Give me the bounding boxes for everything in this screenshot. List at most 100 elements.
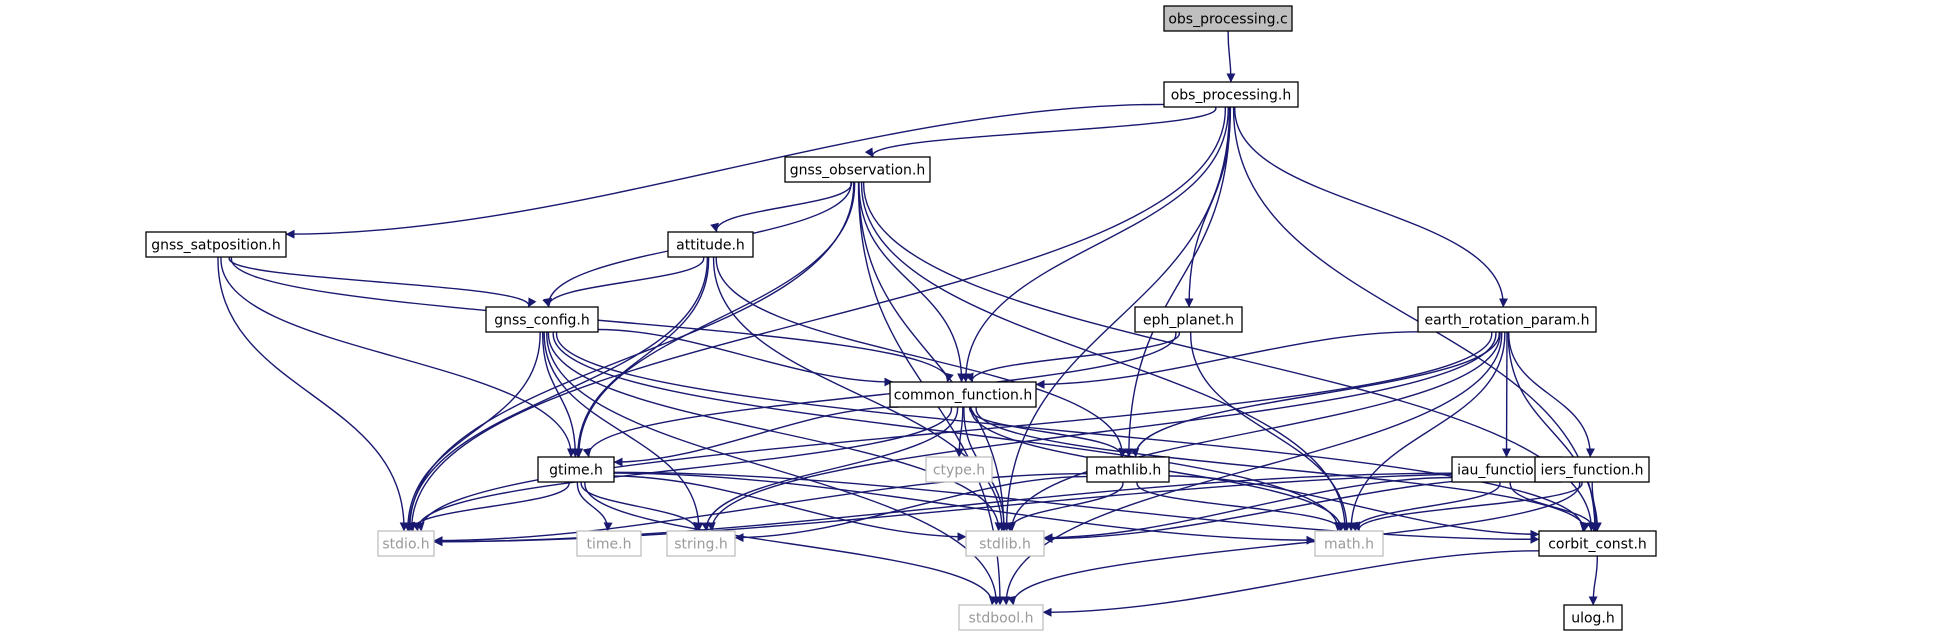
node-label: stdbool.h (969, 611, 1034, 627)
node-box (1134, 306, 1243, 333)
edge-gnss_config_h-to-gtime_h (541, 331, 580, 458)
node-label: ulog.h (1571, 611, 1615, 627)
node-stdbool-h: stdbool.h (958, 604, 1044, 631)
edge-gtime_h-to-string_h (580, 481, 702, 532)
edge-gnss_observation_h-to-common_function_h (858, 181, 967, 383)
node-ulog-h[interactable]: ulog.h (1563, 604, 1623, 631)
edge-obs_processing_c-to-obs_processing_h (1226, 30, 1236, 83)
node-obs-processing-h[interactable]: obs_processing.h (1163, 81, 1299, 108)
edge-gnss_config_h-to-stdlib_h (547, 331, 1004, 532)
node-layer: obs_processing.c obs_processing.h gnss_obs… (145, 5, 1657, 631)
edge-iers_function_h-to-stdbool_h (1007, 481, 1581, 606)
edge-obs_processing_h-to-corbit_const_h (1232, 106, 1600, 532)
node-gnss-satposition-h[interactable]: gnss_satposition.h (145, 231, 287, 258)
node-box (1534, 456, 1650, 483)
edge-corbit_const_h-to-ulog_h (1588, 555, 1599, 606)
node-label: earth_rotation_param.h (1425, 313, 1590, 329)
node-box (145, 231, 287, 258)
edge-obs_processing_h-to-gnss_observation_h (864, 106, 1217, 158)
node-iers-function-h[interactable]: iers_function.h (1534, 456, 1650, 483)
node-box (925, 456, 993, 483)
node-gnss-config-h[interactable]: gnss_config.h (485, 306, 599, 333)
edge-iers_function_h-to-corbit_const_h (1591, 481, 1602, 532)
edge-attitude_h-to-gtime_h (573, 256, 710, 458)
node-box (1563, 604, 1623, 631)
edge-common_function_h-to-ctype_h (954, 406, 964, 458)
node-earth-rotation-param-h[interactable]: earth_rotation_param.h (1417, 306, 1597, 333)
node-attitude-h[interactable]: attitude.h (667, 231, 754, 258)
edge-obs_processing_h-to-gnss_satposition_h (285, 103, 1165, 239)
edge-earth_rotation_param_h-to-iau_function_h (1502, 331, 1512, 458)
node-box (1163, 5, 1293, 32)
node-label: common_function.h (894, 388, 1033, 404)
edge-eph_planet_h-to-common_function_h (965, 331, 1180, 383)
edge-common_function_h-to-string_h (701, 406, 959, 532)
edge-gnss_satposition_h-to-stdio_h (217, 256, 409, 532)
edge-obs_processing_h-to-stdlib_h (1002, 106, 1231, 532)
edge-mathlib_h-to-stdlib_h (1004, 481, 1124, 532)
node-time-h: time.h (576, 530, 642, 557)
edge-eph_planet_h-to-gtime_h (582, 331, 1177, 458)
node-label: time.h (587, 537, 632, 553)
node-label: corbit_const.h (1548, 537, 1647, 553)
node-label: gtime.h (549, 463, 603, 479)
node-ctype-h: ctype.h (925, 456, 993, 483)
edge-gnss_config_h-to-math_h (552, 331, 1344, 532)
edge-mathlib_h-to-corbit_const_h (1168, 475, 1540, 539)
edge-iau_function_h-to-corbit_const_h (1509, 481, 1600, 532)
node-gtime-h[interactable]: gtime.h (537, 456, 615, 483)
node-eph-planet-h[interactable]: eph_planet.h (1134, 306, 1243, 333)
node-corbit-const-h[interactable]: corbit_const.h (1538, 530, 1657, 557)
edge-gnss_config_h-to-string_h (543, 331, 704, 532)
node-label: iau_function.h (1457, 463, 1556, 479)
node-box (485, 306, 599, 333)
edge-gnss_satposition_h-to-gnss_config_h (228, 256, 537, 308)
edge-common_function_h-to-corbit_const_h (975, 406, 1591, 532)
node-common-function-h[interactable]: common_function.h (889, 381, 1037, 408)
node-label: stdlib.h (979, 537, 1031, 553)
edge-attitude_h-to-gnss_config_h (542, 256, 705, 308)
edge-gnss_config_h-to-corbit_const_h (555, 331, 1589, 532)
node-box (1086, 456, 1170, 483)
node-box (1417, 306, 1597, 333)
edge-gnss_config_h-to-stdio_h (403, 331, 541, 532)
edge-earth_rotation_param_h-to-mathlib_h (1130, 331, 1500, 458)
edge-gtime_h-to-stdlib_h (613, 475, 967, 542)
node-label: iers_function.h (1540, 463, 1643, 479)
edge-gtime_h-to-corbit_const_h (613, 471, 1540, 544)
node-box (377, 530, 435, 557)
node-label: stdio.h (382, 537, 429, 553)
node-box (784, 156, 931, 183)
edge-gnss_config_h-to-common_function_h (597, 328, 894, 387)
node-box (576, 530, 642, 557)
node-label: attitude.h (676, 238, 745, 254)
edge-obs_processing_h-to-common_function_h (961, 106, 1229, 383)
edge-earth_rotation_param_h-to-string_h (706, 331, 1497, 532)
edge-iau_function_h-to-stdlib_h (1043, 476, 1453, 543)
edge-earth_rotation_param_h-to-math_h (1346, 331, 1506, 532)
edge-gtime_h-to-stdbool_h (584, 481, 998, 606)
edge-gnss_satposition_h-to-gtime_h (220, 256, 576, 458)
edge-mathlib_h-to-string_h (734, 475, 1088, 543)
edge-obs_processing_h-to-stdio_h (407, 106, 1227, 532)
edge-gtime_h-to-stdio_h (406, 481, 570, 532)
node-math-h: math.h (1314, 530, 1384, 557)
edge-earth_rotation_param_h-to-stdio_h (415, 331, 1493, 532)
node-box (965, 530, 1045, 557)
node-gnss-observation-h[interactable]: gnss_observation.h (784, 156, 931, 183)
node-obs-processing-c[interactable]: obs_processing.c (1163, 5, 1293, 32)
edge-common_function_h-to-gtime_h (613, 406, 899, 467)
edge-earth_rotation_param_h-to-corbit_const_h (1507, 331, 1601, 532)
node-label: mathlib.h (1095, 463, 1162, 479)
edge-attitude_h-to-mathlib_h (715, 256, 1128, 458)
node-label: obs_processing.h (1171, 88, 1292, 104)
edge-earth_rotation_param_h-to-iers_function_h (1508, 331, 1595, 458)
node-box (1314, 530, 1384, 557)
node-box (1538, 530, 1657, 557)
edge-common_function_h-to-stdio_h (411, 406, 953, 532)
node-box (958, 604, 1044, 631)
node-mathlib-h[interactable]: mathlib.h (1086, 456, 1170, 483)
node-box (537, 456, 615, 483)
node-label: ctype.h (933, 463, 985, 479)
